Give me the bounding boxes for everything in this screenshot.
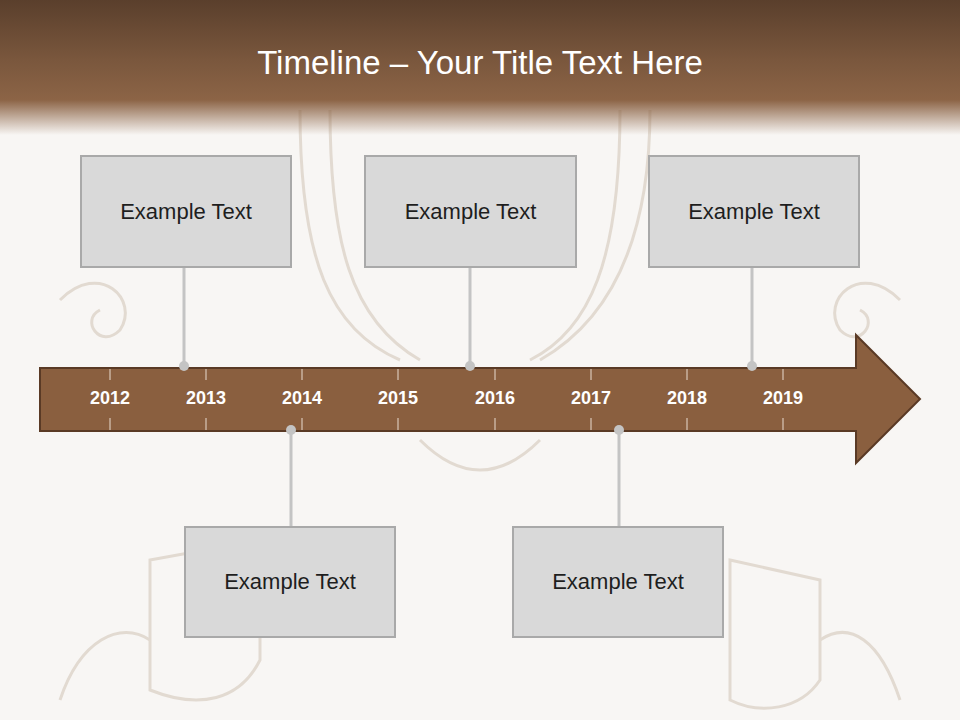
leader-dots xyxy=(179,361,757,435)
event-box: Example Text xyxy=(648,155,860,268)
year-label: 2015 xyxy=(378,388,418,409)
year-label: 2018 xyxy=(667,388,707,409)
leader-line xyxy=(469,268,472,366)
leader-dot xyxy=(286,425,296,435)
event-text: Example Text xyxy=(405,199,537,225)
leader-dot xyxy=(614,425,624,435)
leader-dot xyxy=(179,361,189,371)
event-box: Example Text xyxy=(512,526,724,638)
event-text: Example Text xyxy=(552,569,684,595)
event-text: Example Text xyxy=(224,569,356,595)
timeline-arrow xyxy=(40,335,920,463)
ornament-shield xyxy=(730,560,820,708)
event-text: Example Text xyxy=(120,199,252,225)
leader-dot xyxy=(747,361,757,371)
leader-dot xyxy=(465,361,475,371)
leader-line xyxy=(618,430,621,526)
year-label: 2017 xyxy=(571,388,611,409)
event-box: Example Text xyxy=(80,155,292,268)
year-label: 2016 xyxy=(475,388,515,409)
ornament-curl xyxy=(420,440,540,470)
ornament-branch xyxy=(820,633,900,701)
year-label: 2019 xyxy=(763,388,803,409)
year-label: 2013 xyxy=(186,388,226,409)
tick-marks xyxy=(110,418,783,430)
event-text: Example Text xyxy=(688,199,820,225)
leader-lines xyxy=(184,268,752,526)
leader-line xyxy=(751,268,754,366)
ornament-curl xyxy=(835,283,900,337)
event-box: Example Text xyxy=(364,155,577,268)
tick-marks xyxy=(110,369,783,380)
leader-line xyxy=(290,430,293,526)
year-label: 2014 xyxy=(282,388,322,409)
ornament-curl xyxy=(60,283,125,337)
leader-line xyxy=(183,268,186,365)
year-ticks xyxy=(110,369,783,430)
slide-title: Timeline – Your Title Text Here xyxy=(0,44,960,82)
year-label: 2012 xyxy=(90,388,130,409)
event-box: Example Text xyxy=(184,526,396,638)
ornament-branch xyxy=(60,633,150,701)
